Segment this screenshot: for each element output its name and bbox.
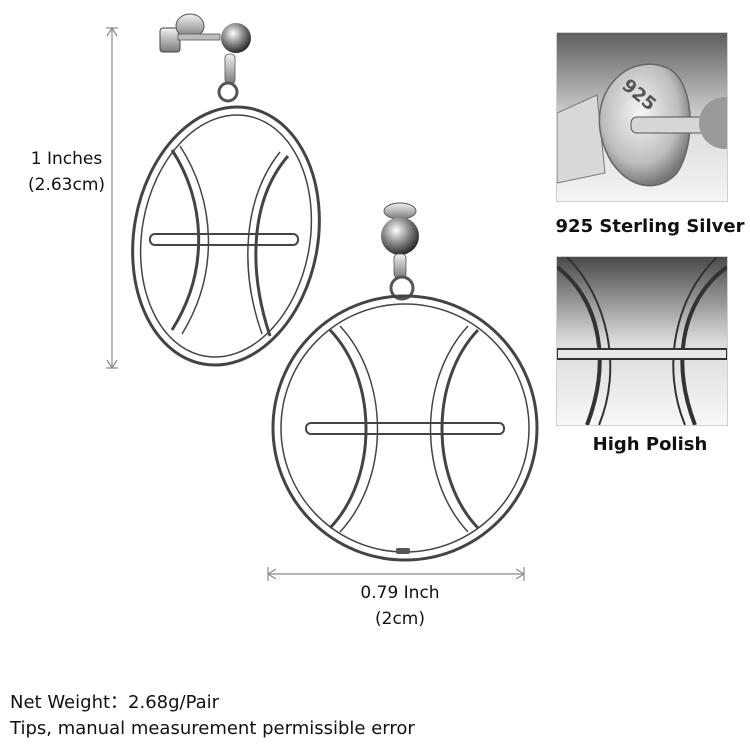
polish-closeup-icon [557, 257, 727, 425]
pisces-ring-back [131, 105, 321, 367]
earring-back [131, 13, 321, 367]
height-inches: 1 Inches [30, 149, 103, 169]
height-dimension-label: 1 Inches (2.63cm) [28, 146, 105, 198]
measurement-tips: Tips, manual measurement permissible err… [10, 718, 415, 739]
net-weight: Net Weight：2.68g/Pair [10, 688, 219, 714]
detail-panel-polish [556, 256, 728, 426]
stud-post-front [381, 202, 419, 301]
earring-front [271, 202, 539, 562]
detail-panel-silver: 925 [556, 32, 728, 202]
net-weight-label: Net Weight： [10, 692, 129, 713]
panel-caption-silver: 925 Sterling Silver [555, 216, 745, 237]
pisces-ring-front [271, 294, 539, 562]
width-dimension-label: 0.79 Inch (2cm) [355, 580, 445, 632]
width-inches: 0.79 Inch [360, 583, 440, 603]
net-weight-value: 2.68g/Pair [128, 692, 220, 713]
width-cm: (2cm) [375, 609, 425, 629]
height-dimension-line [106, 26, 118, 370]
panel-caption-polish: High Polish [592, 434, 708, 455]
width-dimension-line [266, 567, 526, 581]
clasp-closeup-icon: 925 [557, 33, 727, 201]
height-cm: (2.63cm) [28, 175, 106, 195]
stud-post-back [159, 13, 251, 103]
